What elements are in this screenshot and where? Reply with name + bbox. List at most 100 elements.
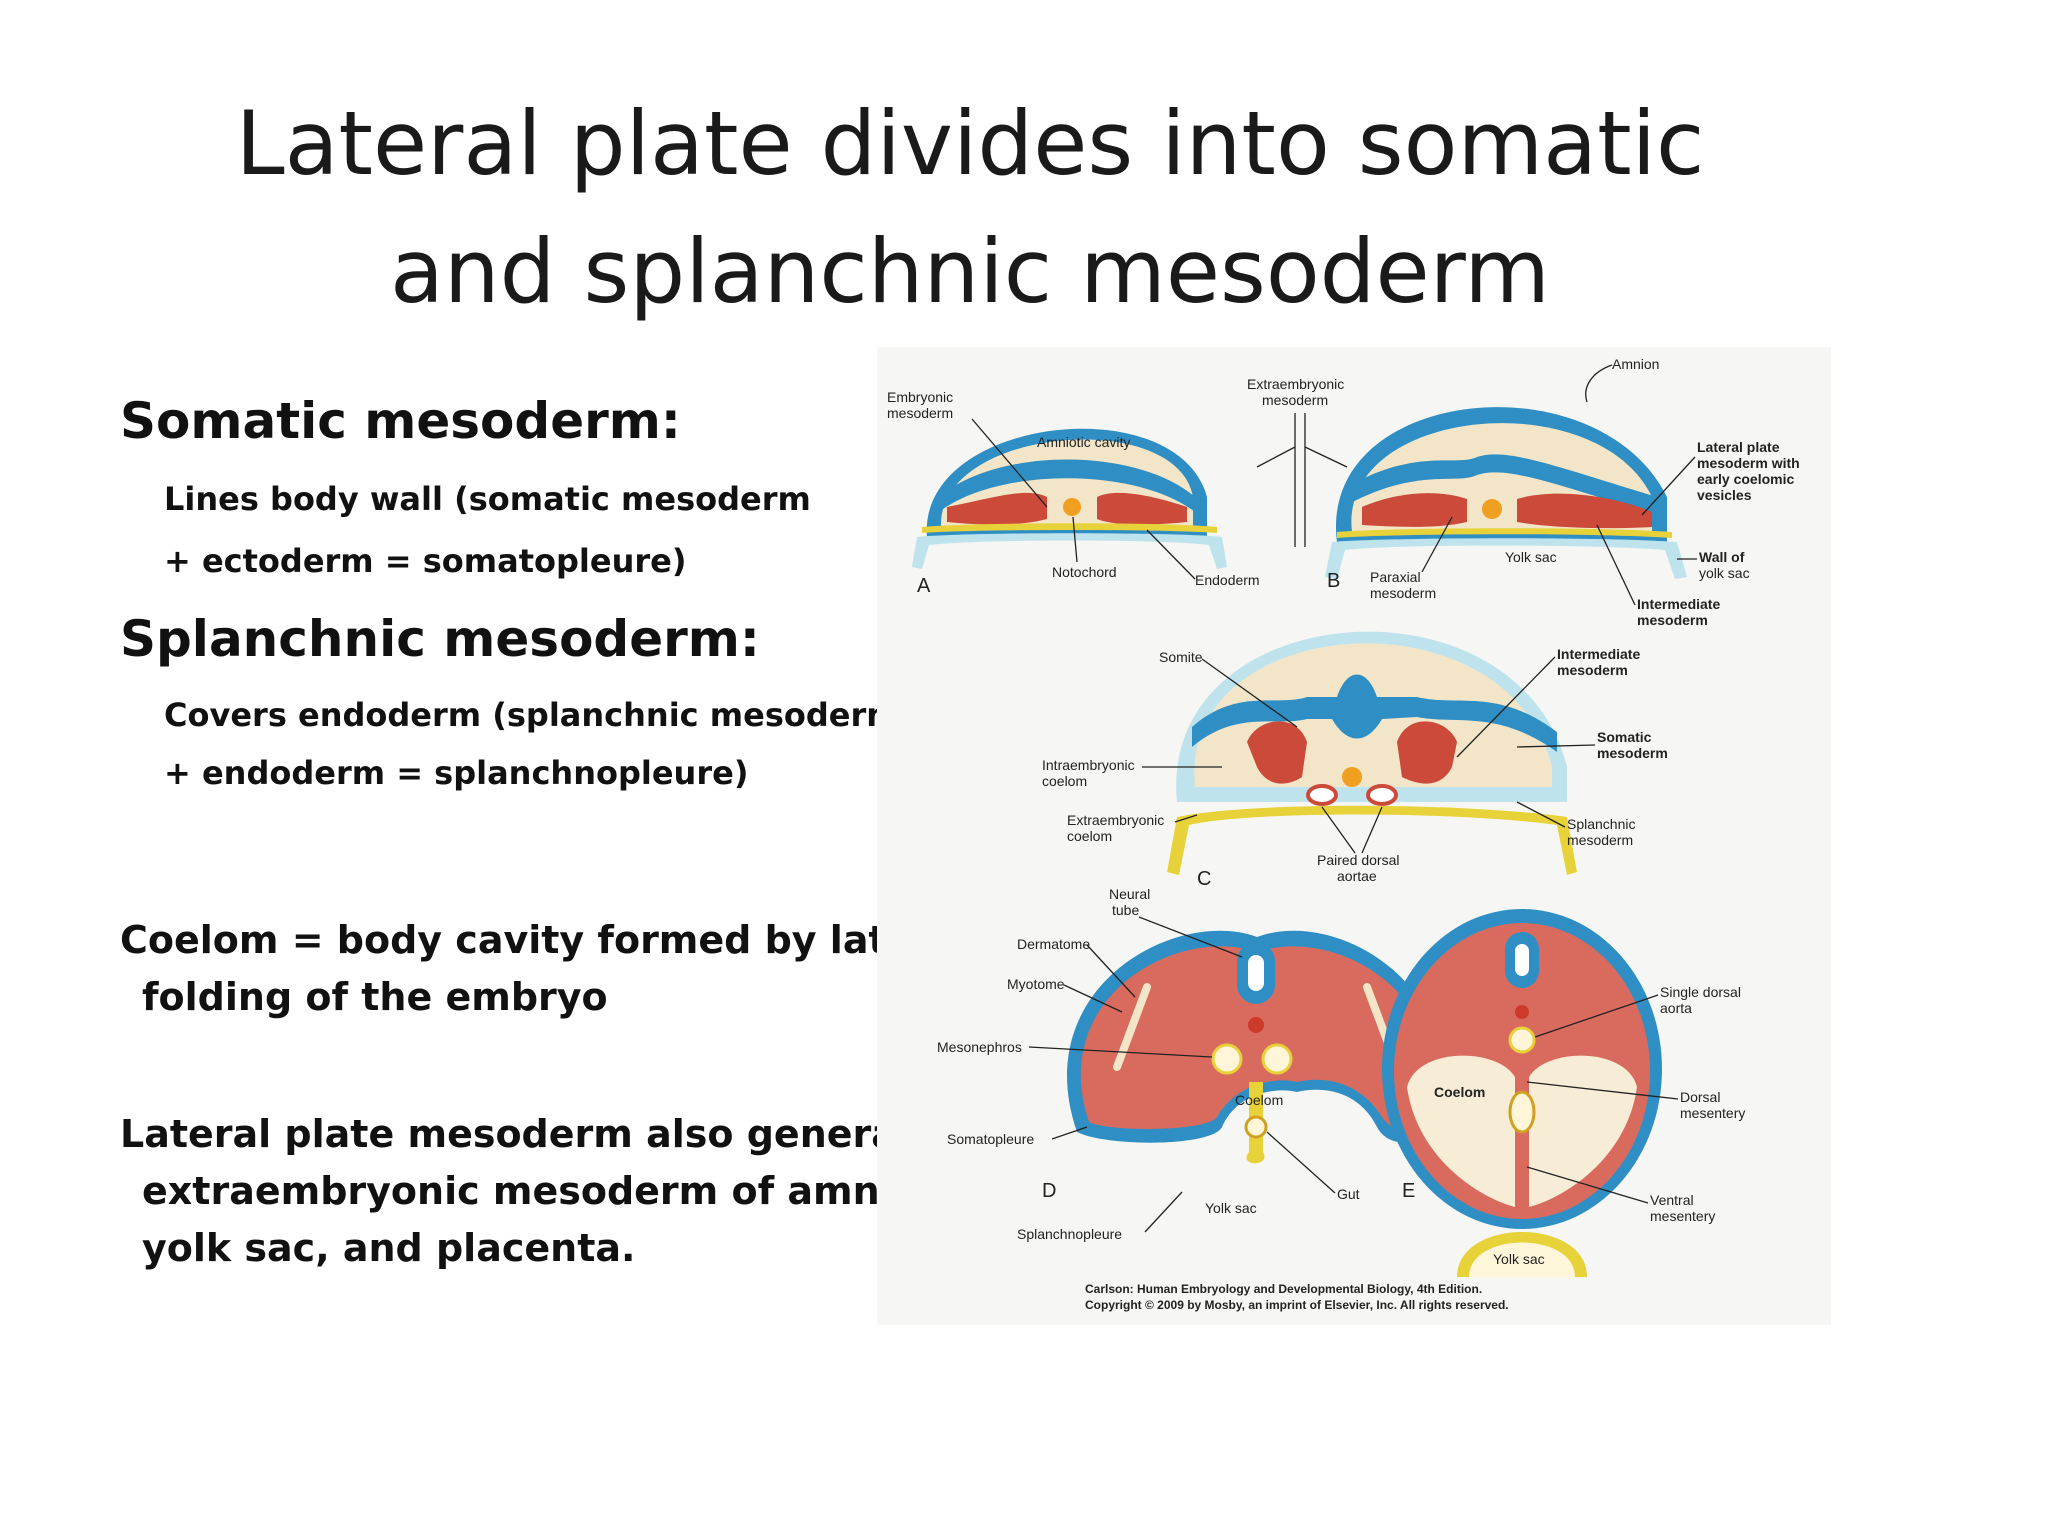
panel-e-coelom-left [1407,1055,1515,1207]
label-paraxial-1: Paraxial [1370,569,1421,585]
panel-b-mesoderm-right [1517,493,1652,529]
panel-a-mesoderm-right [1097,492,1187,525]
label-ventral-mes-1: Ventral [1650,1192,1694,1208]
label-dorsal-mes-1: Dorsal [1680,1089,1720,1105]
panel-d-mesonephros-right [1261,1043,1293,1075]
label-somatic-1: Somatic [1597,729,1652,745]
leader-paired [1321,806,1383,854]
panel-d-mesonephros-left [1211,1043,1243,1075]
label-notochord: Notochord [1052,564,1117,580]
panel-e-neural-canal [1515,944,1529,976]
panel-d-letter: D [1042,1180,1056,1202]
label-intermediate-c-2: mesoderm [1557,662,1628,678]
splanchnic-heading: Splanchnic mesoderm: [120,610,760,668]
label-single-aorta-2: aorta [1660,1000,1692,1016]
slide-title: Lateral plate divides into somatic and s… [0,80,1940,336]
lateral-line-3: yolk sac, and placenta. [142,1226,636,1270]
panel-e-coelom-right [1529,1055,1637,1207]
panel-a-endoderm [922,523,1217,533]
leader-extraembryonic-mesoderm [1294,413,1306,547]
leader-somatopleure [1051,1126,1088,1140]
panel-c-notochord [1342,767,1362,787]
somatic-line-1: Lines body wall (somatic mesoderm [164,480,811,518]
panel-a-floor [939,459,1195,512]
panel-d-body [1080,946,1432,1129]
panel-a-notochord [1063,498,1081,516]
text-column: Somatic mesoderm: Lines body wall (somat… [120,392,970,1277]
panel-a-yolk-wall [912,533,1227,569]
leader-ventral-mes [1526,1166,1649,1204]
panel-e: E Single dorsal aorta Coelom Dorsal mese… [1382,909,1745,1277]
somatic-line-2: + ectoderm = somatopleure) [164,542,687,580]
leader-dermatome [1086,944,1136,998]
leader-dorsal-mes [1526,1081,1679,1100]
splanchnic-line-2: + endoderm = splanchnopleure) [164,754,749,792]
coelom-line-1: Coelom = body cavity formed by lateral [120,918,970,962]
leader-somatic [1516,744,1596,748]
panel-b-mesoderm-left [1362,493,1467,527]
label-yolk-sac-e: Yolk sac [1493,1251,1545,1267]
label-myotome: Myotome [1007,976,1065,992]
label-gut: Gut [1337,1186,1360,1202]
lateral-paragraph: Lateral plate mesoderm also generates ex… [120,1106,964,1277]
panel-c-endoderm [1167,805,1577,875]
label-lateral-plate-1: Lateral plate [1697,439,1780,455]
leader-splanchnic [1516,801,1566,828]
label-neural-2: tube [1112,902,1139,918]
label-intraembryonic-2: coelom [1042,773,1087,789]
panel-e-yolk-sac-inner [1469,1242,1575,1277]
panel-b-letter: B [1327,570,1340,592]
panel-b-notochord [1482,499,1502,519]
panel-c-aorta-left [1306,784,1338,806]
label-splanchnic-2: mesoderm [1567,832,1633,848]
leader-gut [1266,1131,1336,1194]
embryo-diagram-svg: A Embryonic mesoderm Amniotic cavity Not… [887,356,1800,1312]
label-lateral-plate-3: early coelomic [1697,471,1794,487]
leader-extraembryonic-split [1256,446,1348,468]
label-intermediate-c-1: Intermediate [1557,646,1640,662]
panel-d-neural-canal [1248,955,1264,991]
label-intraembryonic-1: Intraembryonic [1042,757,1135,773]
label-intermediate-b-1: Intermediate [1637,596,1720,612]
leader-amnion [1585,364,1613,403]
panel-b-floor [1347,454,1657,515]
panel-d: D Neural tube Dermatome Myotome Mesoneph… [937,886,1445,1242]
label-embryonic-mesoderm-1: Embryonic [887,389,953,405]
label-intermediate-b-2: mesoderm [1637,612,1708,628]
coelom-line-2: folding of the embryo [142,975,608,1019]
panel-b-endoderm [1337,528,1672,538]
label-lateral-plate-2: mesoderm with [1697,455,1800,471]
panel-e-letter: E [1402,1180,1415,1202]
lateral-line-2: extraembryonic mesoderm of amnion, [142,1169,961,1213]
panel-c-letter: C [1197,868,1211,890]
coelom-paragraph: Coelom = body cavity formed by lateral f… [120,912,970,1026]
label-neural-1: Neural [1109,886,1150,902]
somatic-heading: Somatic mesoderm: [120,392,681,450]
label-amniotic-cavity: Amniotic cavity [1037,434,1130,450]
leader-embryonic-mesoderm [971,418,1048,508]
title-line-1: Lateral plate divides into somatic [235,92,1705,195]
label-extraembryonic-coelom-1: Extraembryonic [1067,812,1164,828]
label-single-aorta-1: Single dorsal [1660,984,1741,1000]
embryo-diagram: A Embryonic mesoderm Amniotic cavity Not… [877,347,1831,1325]
title-line-2: and splanchnic mesoderm [389,220,1551,323]
leader-notochord [1072,516,1078,563]
panel-b-yolk-wall [1325,538,1687,579]
label-endoderm: Endoderm [1195,572,1260,588]
lateral-line-1: Lateral plate mesoderm also generates [120,1112,964,1156]
leader-intermediate-b [1596,524,1636,606]
leader-mesonephros [1028,1046,1213,1058]
leader-single-aorta [1534,994,1659,1038]
panel-a-letter: A [917,575,931,597]
splanchnic-line-1: Covers endoderm (splanchnic mesoderm [164,696,900,734]
leader-intermediate-c [1456,656,1556,758]
label-yolk-sac-d: Yolk sac [1205,1200,1257,1216]
label-coelom-d: Coelom [1235,1092,1283,1108]
panel-d-dermatome-left [1113,983,1151,1071]
leader-paraxial [1421,516,1453,573]
panel-b: B Amnion Lateral plate mesoderm with ear… [1325,356,1800,628]
label-paraxial-2: mesoderm [1370,585,1436,601]
leader-lateral-plate [1641,456,1696,516]
panel-d-gut [1244,1115,1268,1139]
label-splanchnopleure: Splanchnopleure [1017,1226,1122,1242]
